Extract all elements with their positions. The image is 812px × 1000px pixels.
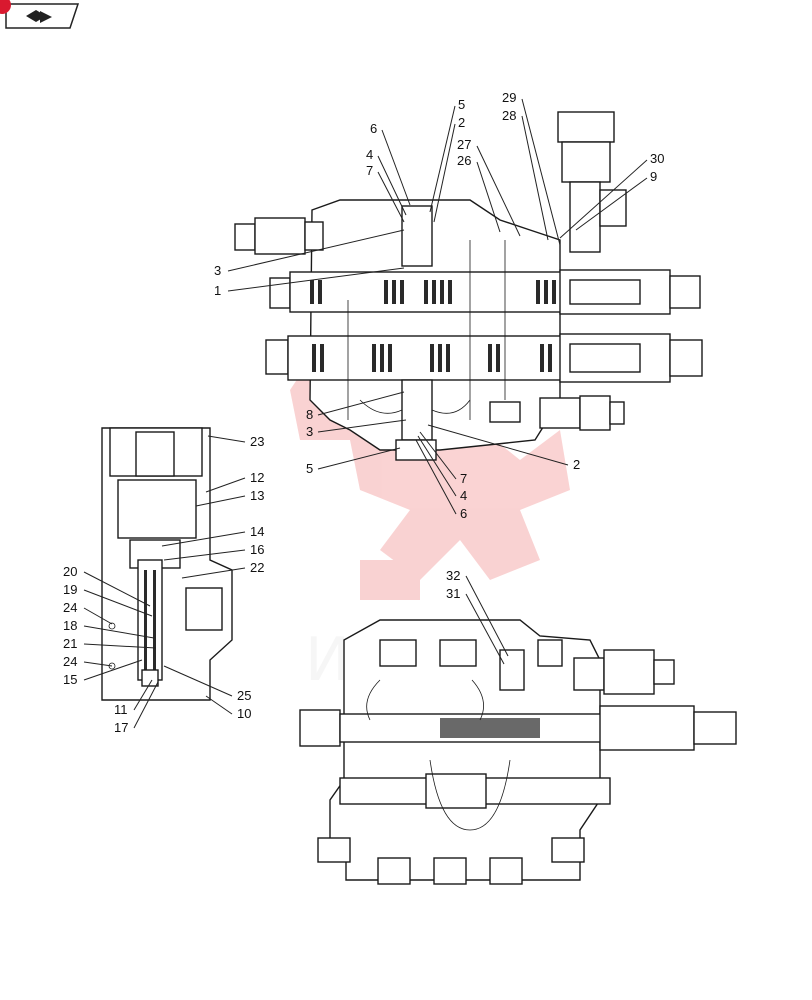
callout-label: 1 [214, 283, 221, 298]
left-valve-assembly [101, 427, 233, 701]
callout-label: 11 [114, 702, 128, 717]
leader-lines [83, 98, 648, 729]
callout-label: 7 [460, 471, 467, 486]
callout-label: 4 [460, 488, 467, 503]
callout-label: 3 [214, 263, 221, 278]
callout-label: 7 [366, 163, 373, 178]
callout-label: 15 [63, 672, 77, 687]
callout-label: 30 [650, 151, 664, 166]
callout-labels: 5 2 6 4 7 3 1 29 28 27 26 30 9 8 3 2 5 7… [63, 90, 664, 735]
callout-label: 32 [446, 568, 460, 583]
bottom-valve-assembly [299, 619, 737, 885]
callout-label: 27 [457, 137, 471, 152]
callout-label: 16 [250, 542, 264, 557]
callout-label: 21 [63, 636, 77, 651]
callout-label: 24 [63, 654, 77, 669]
callout-label: 28 [502, 108, 516, 123]
callout-label: 25 [237, 688, 251, 703]
callout-label: 2 [573, 457, 580, 472]
callout-label: 17 [114, 720, 128, 735]
callout-label: 12 [250, 470, 264, 485]
callout-label: 31 [446, 586, 460, 601]
callout-label: 20 [63, 564, 77, 579]
callout-label: 9 [650, 169, 657, 184]
callout-label: 29 [502, 90, 516, 105]
callout-label: 14 [250, 524, 264, 539]
callout-label: 5 [458, 97, 465, 112]
callout-label: 10 [237, 706, 251, 721]
spool-teeth-lower [312, 344, 552, 372]
callout-label: 13 [250, 488, 264, 503]
callout-label: 26 [457, 153, 471, 168]
callout-label: 8 [306, 407, 313, 422]
callout-label: 18 [63, 618, 77, 633]
callout-label: 23 [250, 434, 264, 449]
spool-teeth-bottom [440, 718, 540, 738]
nav-badge-dot [0, 0, 11, 14]
callout-label: 22 [250, 560, 264, 575]
spool-teeth-upper [310, 280, 556, 304]
nav-badge[interactable] [0, 0, 80, 30]
book-arrow-icon[interactable] [26, 10, 52, 23]
callout-label: 24 [63, 600, 77, 615]
callout-label: 6 [370, 121, 377, 136]
callout-label: 3 [306, 424, 313, 439]
callout-label: 2 [458, 115, 465, 130]
top-valve-body [309, 199, 561, 451]
callout-label: 5 [306, 461, 313, 476]
callout-label: 19 [63, 582, 77, 597]
callout-label: 6 [460, 506, 467, 521]
callout-label: 4 [366, 147, 373, 162]
top-valve-assembly [234, 111, 703, 461]
